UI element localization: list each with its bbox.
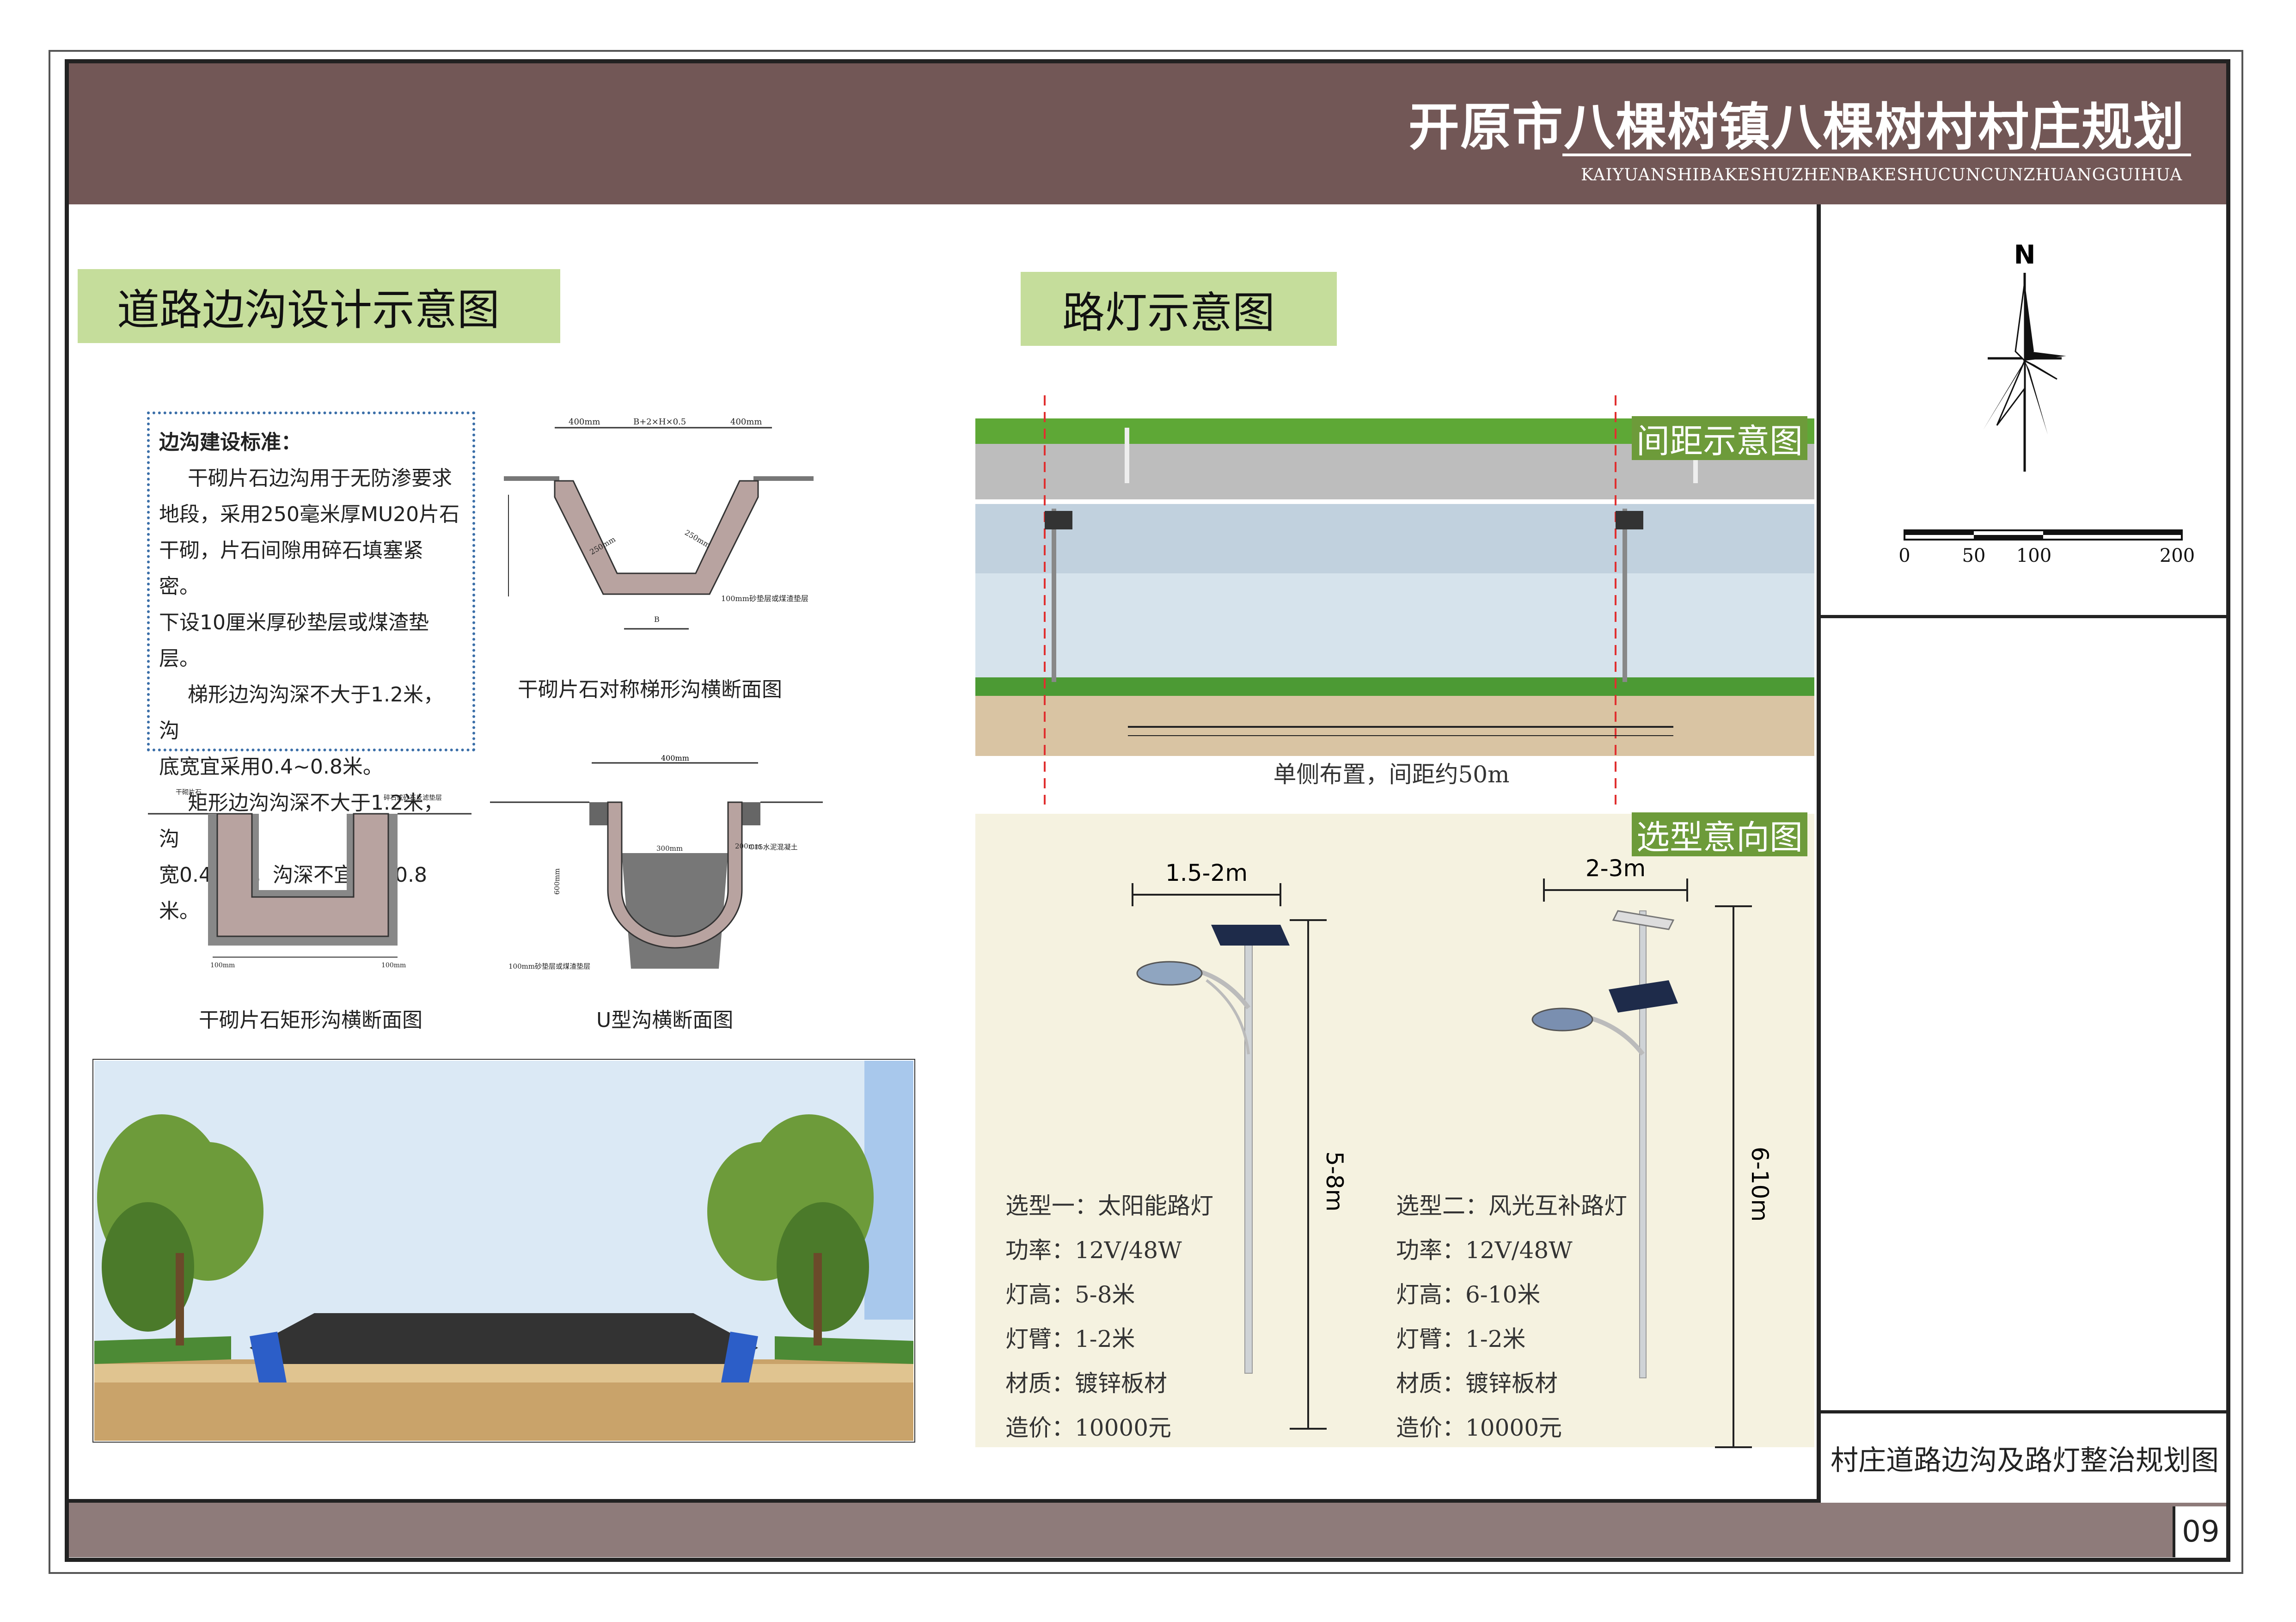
rect-dim-b1: 100mm [210,962,235,969]
standard-line: 地段，采用250毫米厚MU20片石 [159,503,460,526]
u-dim-depth: 600mm [553,868,561,895]
trap-dim-top-mid: B+2×H×0.5 [633,417,686,427]
lamp-option-1: 选型一：太阳能路灯 功率：12V/48W 灯高：5-8米 灯臂：1-2米 材质：… [1005,1184,1213,1450]
option1-arm: 灯臂：1-2米 [1005,1326,1135,1352]
scale-label-100: 100 [2016,545,2051,566]
spacing-tag: 间距示意图 [1632,416,1808,461]
north-arrow-icon: N [1983,240,2066,472]
standard-line: 梯形边沟沟深不大于1.2米，沟 [159,683,444,743]
u-dim-concrete: C15水泥混凝土 [749,843,798,851]
trapezoid-caption: 干砌片石对称梯形沟横断面图 [518,678,782,701]
standard-heading: 边沟建设标准： [159,430,301,454]
rect-dim-b2: 100mm [381,962,406,969]
u-ditch-diagram: 400mm 300mm 600mm 200mm C15水泥混凝土 100mm砂垫… [490,754,823,971]
road-section-illustration [92,1059,915,1443]
u-dim-top: 400mm [661,754,689,762]
trap-dim-base: 100mm砂垫层或煤渣垫层 [721,594,808,603]
scale-label-0: 0 [1900,545,1910,566]
trapezoid-ditch-diagram: 400mm B+2×H×0.5 400mm 300mm 250mm 250mm … [504,417,814,630]
rect-caption: 干砌片石矩形沟横断面图 [199,1008,422,1032]
option2-height: 灯高：6-10米 [1396,1281,1541,1308]
footer-bar [69,1503,2226,1557]
header-bar [69,63,2226,204]
ditch-section-title-text: 道路边沟设计示意图 [117,285,500,335]
north-label: N [2014,240,2036,270]
option2-type: 选型二：风光互补路灯 [1396,1192,1627,1219]
content-bottom-rule [69,1499,1821,1503]
standard-line: 干砌片石边沟用于无防渗要求 [188,467,452,490]
inner-frame [65,59,2230,1562]
lamp-selection-drawings: 1.5-2m 5-8m 2-3m 6-10m [1132,855,1773,1448]
rect-ditch-diagram: 干砌片石 碎石或砂石反滤垫层 100mm 100mm [148,789,471,969]
u-dim-side: 200mm [735,842,761,850]
lamp-section-title: 路灯示意图 [1021,272,1337,346]
option2-arm: 灯臂：1-2米 [1396,1326,1526,1352]
u-caption: U型沟横断面图 [596,1008,734,1032]
lamp2-height: 6-10m [1746,1147,1773,1222]
scale-bar: 0 50 100 200 [1900,529,2195,566]
option1-material: 材质：镀锌板材 [1005,1370,1167,1397]
lamp1-arm: 1.5-2m [1165,860,1248,886]
standard-line: 干砌，片石间隙用碎石填塞紧密。 [159,539,423,598]
lamp-option-2: 选型二：风光互补路灯 功率：12V/48W 灯高：6-10米 灯臂：1-2米 材… [1396,1184,1627,1450]
trap-dim-side2: 250mm [683,528,712,550]
u-dim-base: 100mm砂垫层或煤渣垫层 [508,962,590,971]
option1-height: 灯高：5-8米 [1005,1281,1135,1308]
lamp1-height: 5-8m [1321,1151,1348,1211]
page-number: 09 [2173,1506,2226,1557]
scale-label-50: 50 [1962,545,1986,566]
outer-frame [49,50,2243,1574]
sidebar-rule-upper [1821,615,2226,618]
option2-power: 功率：12V/48W [1396,1237,1573,1264]
scale-label-200: 200 [2160,545,2195,566]
standard-line: 底宽宜采用0.4~0.8米。 [159,755,383,779]
title-underline [1562,154,2191,156]
sheet-title: 村庄道路边沟及路灯整治规划图 [1831,1444,2219,1477]
sidebar-divider [1817,204,1821,1504]
lamp-selection-panel [975,814,1814,1447]
option1-type: 选型一：太阳能路灯 [1005,1192,1213,1219]
plan-title-pinyin: KAIYUANSHIBAKESHUZHENBAKESHUCUNCUNZHUANG… [1581,166,2183,184]
spacing-note: 单侧布置，间距约50m [1273,761,1509,788]
ditch-standard-box: 边沟建设标准： 干砌片石边沟用于无防渗要求 地段，采用250毫米厚MU20片石 … [147,412,475,923]
trap-dim-b: B [654,615,660,624]
rect-label-stone: 干砌片石 [176,789,202,796]
lamp-section-title-text: 路灯示意图 [1062,288,1275,338]
option2-material: 材质：镀锌板材 [1396,1370,1558,1397]
option1-cost: 造价：10000元 [1005,1414,1172,1441]
option1-power: 功率：12V/48W [1005,1237,1182,1264]
trap-dim-top-right: 400mm [730,417,762,427]
plan-title: 开原市八棵树镇八棵树村村庄规划 [1408,98,2185,157]
selection-tag: 选型意向图 [1632,812,1808,857]
u-dim-width: 300mm [656,844,683,853]
rect-label-filter: 碎石或砂石反滤垫层 [384,794,442,802]
lamp2-arm: 2-3m [1586,855,1646,882]
ditch-section-title: 道路边沟设计示意图 [78,269,560,343]
sidebar-rule-lower [1821,1410,2226,1413]
trap-dim-top-left: 400mm [569,417,600,427]
option2-cost: 造价：10000元 [1396,1414,1562,1441]
standard-line: 下设10厘米厚砂垫层或煤渣垫层。 [159,611,429,670]
standard-line: 矩形边沟沟深不大于1.2米，沟 [159,791,444,851]
